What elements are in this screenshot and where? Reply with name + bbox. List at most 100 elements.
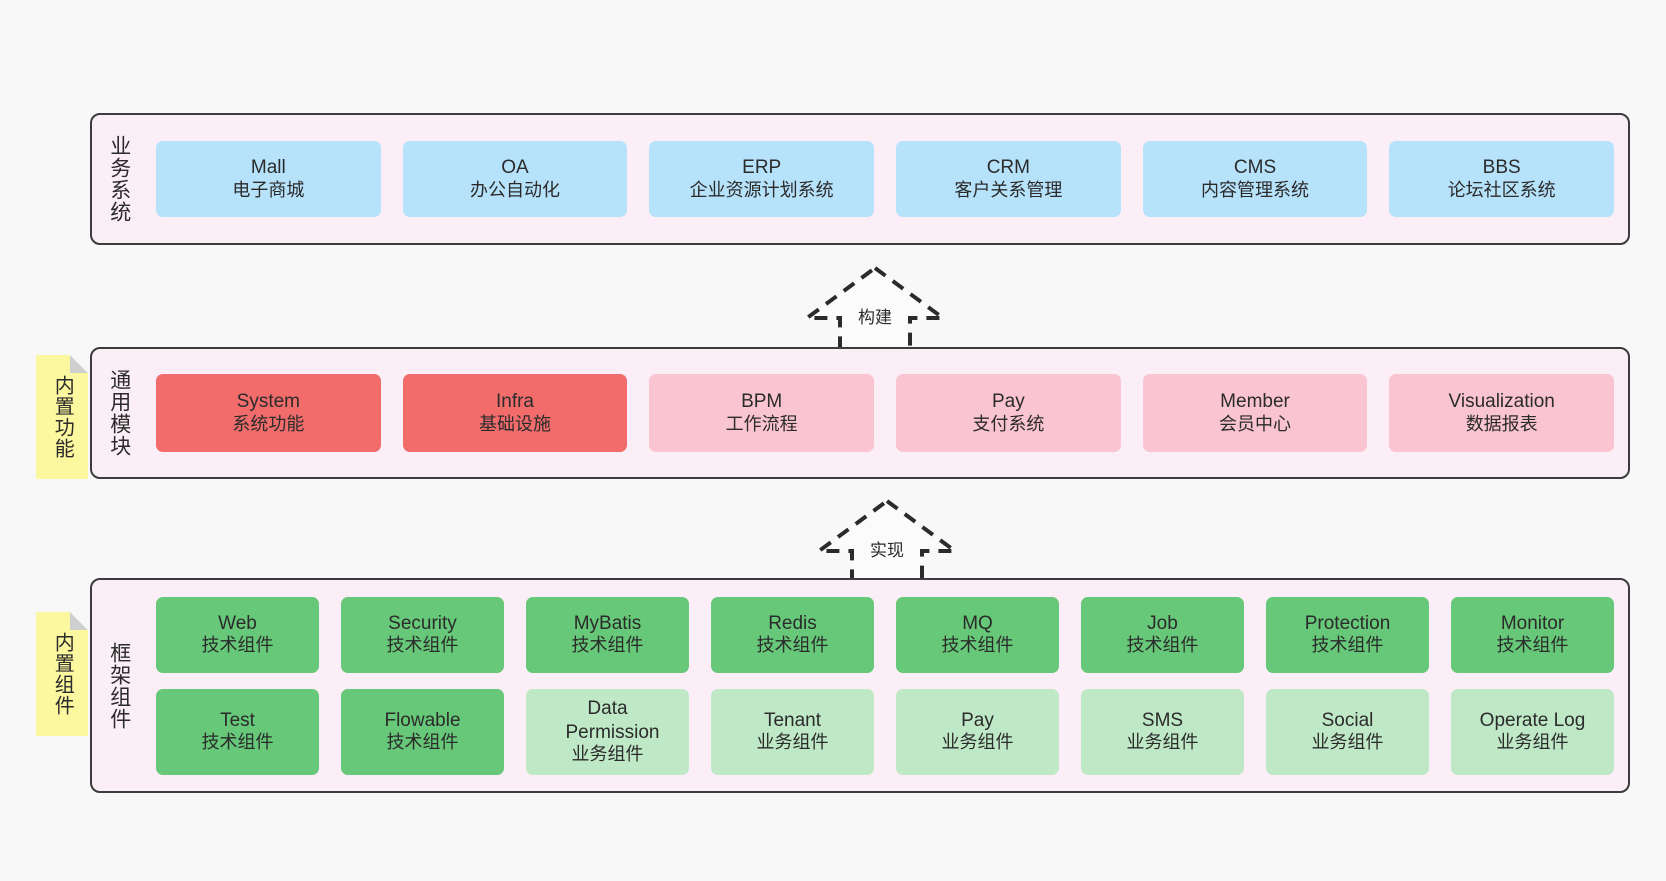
node-pay[interactable]: Pay 支付系统 bbox=[896, 374, 1121, 452]
node-name: BPM bbox=[741, 391, 783, 413]
node-desc: 技术组件 bbox=[1496, 635, 1569, 656]
node-visualization[interactable]: Visualization 数据报表 bbox=[1389, 374, 1615, 452]
node-desc: 论坛社区系统 bbox=[1447, 179, 1556, 200]
node-tenant[interactable]: Tenant 业务组件 bbox=[711, 688, 874, 775]
node-desc: 支付系统 bbox=[972, 413, 1045, 434]
node-name: Flowable bbox=[384, 709, 461, 731]
node-name: BBS bbox=[1482, 157, 1521, 179]
node-name: Member bbox=[1220, 391, 1290, 413]
node-name: Web bbox=[218, 612, 257, 634]
node-bpm[interactable]: BPM 工作流程 bbox=[649, 374, 875, 452]
node-name: Protection bbox=[1304, 612, 1391, 634]
node-name: Pay bbox=[961, 709, 994, 731]
node-row: System 系统功能 Infra 基础设施 BPM 工作流程 Pay 支付系统… bbox=[156, 374, 1615, 452]
node-system[interactable]: System 系统功能 bbox=[156, 374, 381, 452]
connector-build-label: 构建 bbox=[858, 308, 892, 327]
node-mq[interactable]: MQ 技术组件 bbox=[896, 596, 1059, 673]
node-oa[interactable]: OA 办公自动化 bbox=[402, 141, 628, 217]
node-data-permission[interactable]: Data Permission 业务组件 bbox=[526, 688, 689, 775]
node-name: Mall bbox=[250, 157, 286, 179]
node-name: MyBatis bbox=[573, 612, 642, 634]
node-pay-business[interactable]: Pay 业务组件 bbox=[896, 688, 1059, 775]
layer-framework-component: 框架组件 Web 技术组件 Security 技术组件 MyBatis 技术组件… bbox=[90, 578, 1630, 793]
node-desc: 内容管理系统 bbox=[1201, 179, 1310, 200]
node-security[interactable]: Security 技术组件 bbox=[341, 596, 504, 673]
node-bbs[interactable]: BBS 论坛社区系统 bbox=[1389, 141, 1615, 217]
node-name: System bbox=[236, 391, 301, 413]
badge-label: 内置功能 bbox=[51, 375, 74, 459]
node-name: Security bbox=[388, 612, 457, 634]
node-desc: 办公自动化 bbox=[470, 179, 560, 200]
node-desc: 业务组件 bbox=[1496, 732, 1569, 753]
node-flowable[interactable]: Flowable 技术组件 bbox=[341, 688, 504, 775]
badge-builtin-component: 内置组件 bbox=[36, 612, 88, 736]
node-redis[interactable]: Redis 技术组件 bbox=[711, 596, 874, 673]
badge-label: 内置组件 bbox=[51, 632, 74, 716]
node-mall[interactable]: Mall 电子商城 bbox=[156, 141, 381, 217]
node-desc: 数据报表 bbox=[1465, 413, 1538, 434]
node-monitor[interactable]: Monitor 技术组件 bbox=[1451, 596, 1614, 673]
node-name: CRM bbox=[986, 157, 1030, 179]
node-desc: 技术组件 bbox=[201, 732, 274, 753]
node-operate-log[interactable]: Operate Log 业务组件 bbox=[1451, 688, 1614, 775]
node-name: SMS bbox=[1141, 709, 1184, 731]
node-cms[interactable]: CMS 内容管理系统 bbox=[1142, 141, 1368, 217]
node-name: Infra bbox=[495, 391, 535, 413]
node-desc: 技术组件 bbox=[756, 635, 829, 656]
node-erp[interactable]: ERP 企业资源计划系统 bbox=[649, 141, 875, 217]
node-protection[interactable]: Protection 技术组件 bbox=[1266, 596, 1429, 673]
node-desc: 业务组件 bbox=[1126, 732, 1199, 753]
node-desc: 技术组件 bbox=[386, 635, 459, 656]
node-desc: 基础设施 bbox=[479, 413, 551, 434]
layer-body-common-module: System 系统功能 Infra 基础设施 BPM 工作流程 Pay 支付系统… bbox=[142, 349, 1628, 477]
node-desc: 技术组件 bbox=[1311, 635, 1384, 656]
node-desc: 技术组件 bbox=[386, 732, 459, 753]
node-name: Visualization bbox=[1448, 391, 1555, 413]
layer-body-business-system: Mall 电子商城 OA 办公自动化 ERP 企业资源计划系统 CRM 客户关系… bbox=[142, 115, 1628, 243]
layer-title-common-module: 通用模块 bbox=[107, 369, 131, 457]
node-desc: 技术组件 bbox=[201, 635, 274, 656]
node-desc: 技术组件 bbox=[941, 635, 1014, 656]
node-desc: 系统功能 bbox=[232, 413, 305, 434]
layer-business-system: 业务系统 Mall 电子商城 OA 办公自动化 ERP 企业资源计划系统 CRM… bbox=[90, 113, 1630, 245]
node-desc: 技术组件 bbox=[571, 635, 644, 656]
node-crm[interactable]: CRM 客户关系管理 bbox=[896, 141, 1121, 217]
node-name: OA bbox=[501, 157, 529, 179]
node-mybatis[interactable]: MyBatis 技术组件 bbox=[526, 596, 689, 673]
node-desc: 工作流程 bbox=[725, 413, 798, 434]
node-test[interactable]: Test 技术组件 bbox=[156, 688, 319, 775]
node-name: CMS bbox=[1233, 157, 1277, 179]
node-name: Test bbox=[220, 709, 255, 731]
connector-build: 构建 bbox=[800, 262, 950, 354]
node-job[interactable]: Job 技术组件 bbox=[1081, 596, 1244, 673]
note-fold-icon bbox=[70, 355, 88, 373]
node-infra[interactable]: Infra 基础设施 bbox=[402, 374, 628, 452]
node-name: Tenant bbox=[763, 709, 822, 731]
node-desc: 会员中心 bbox=[1219, 413, 1292, 434]
node-name: Redis bbox=[768, 612, 817, 634]
node-row: Mall 电子商城 OA 办公自动化 ERP 企业资源计划系统 CRM 客户关系… bbox=[156, 141, 1615, 217]
node-social[interactable]: Social 业务组件 bbox=[1266, 688, 1429, 775]
node-name: Pay bbox=[991, 391, 1025, 413]
node-name: Operate Log bbox=[1479, 709, 1586, 731]
note-fold-icon bbox=[70, 612, 88, 630]
node-desc: 业务组件 bbox=[756, 732, 829, 753]
node-desc: 业务组件 bbox=[571, 743, 644, 764]
node-name: Monitor bbox=[1500, 612, 1565, 634]
node-name: MQ bbox=[962, 612, 993, 634]
node-name: Data Permission bbox=[565, 698, 660, 743]
node-member[interactable]: Member 会员中心 bbox=[1142, 374, 1368, 452]
node-desc: 业务组件 bbox=[941, 732, 1014, 753]
node-desc: 企业资源计划系统 bbox=[689, 179, 834, 200]
layer-common-module: 通用模块 System 系统功能 Infra 基础设施 BPM 工作流程 Pay… bbox=[90, 347, 1630, 479]
node-sms[interactable]: SMS 业务组件 bbox=[1081, 688, 1244, 775]
node-web[interactable]: Web 技术组件 bbox=[156, 596, 319, 673]
node-desc: 电子商城 bbox=[232, 179, 305, 200]
node-desc: 业务组件 bbox=[1311, 732, 1384, 753]
connector-implement-label: 实现 bbox=[870, 541, 904, 560]
badge-builtin-function: 内置功能 bbox=[36, 355, 88, 479]
node-row: Test 技术组件 Flowable 技术组件 Data Permission … bbox=[156, 688, 1614, 775]
node-row: Web 技术组件 Security 技术组件 MyBatis 技术组件 Redi… bbox=[156, 596, 1614, 673]
node-desc: 客户关系管理 bbox=[954, 179, 1063, 200]
